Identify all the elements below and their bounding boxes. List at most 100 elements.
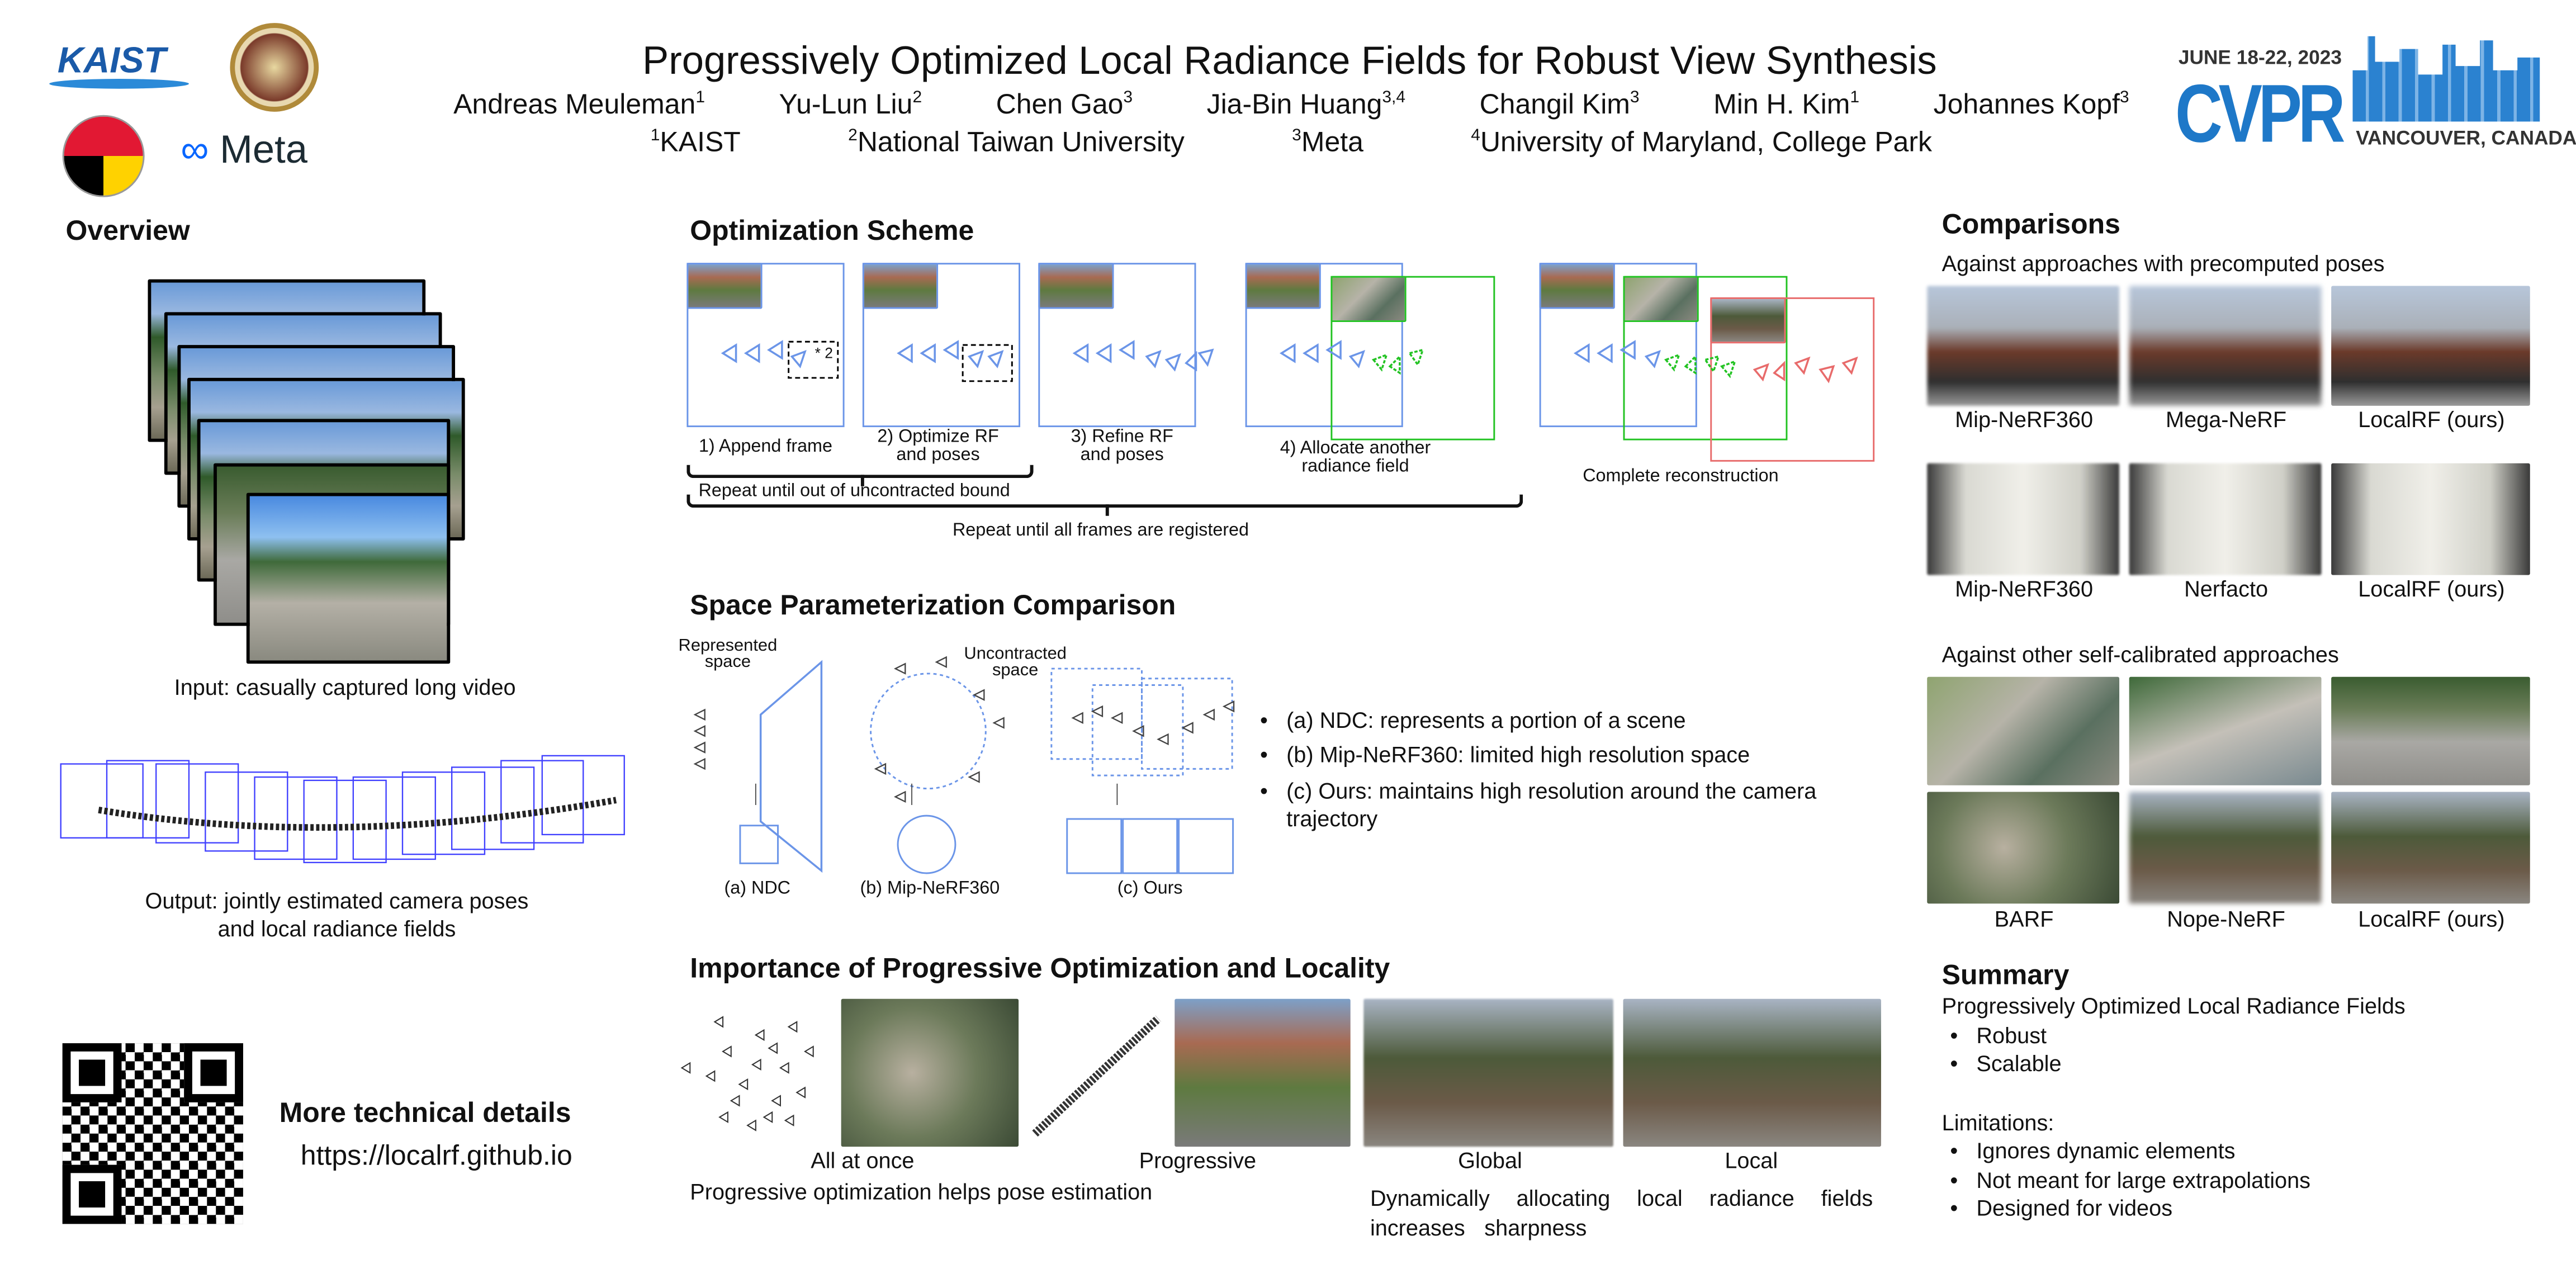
- ntu-seal-logo: [230, 23, 319, 112]
- locality-caption: Dynamically allocating local radiance fi…: [1370, 1186, 1873, 1240]
- author: Changil Kim3: [1479, 88, 1640, 120]
- affiliation: 2National Taiwan University: [848, 126, 1185, 158]
- step-4-panel: [1245, 263, 1403, 428]
- global-label: Global: [1458, 1148, 1522, 1173]
- optimization-scheme-heading: Optimization Scheme: [690, 215, 974, 247]
- step-4-new-field: [1330, 276, 1495, 441]
- complete-image-3: [1710, 297, 1786, 344]
- comparison-image: [1927, 463, 2120, 575]
- overview-heading: Overview: [65, 215, 190, 247]
- complete-image-2: [1623, 276, 1699, 323]
- input-caption: Input: casually captured long video: [174, 675, 516, 700]
- camera-trajectory-diagram: [60, 755, 625, 864]
- video-frame-front: [246, 493, 451, 664]
- kaist-logo-swoosh: [49, 79, 189, 89]
- summary-heading: Summary: [1942, 959, 2070, 991]
- output-caption-2: and local radiance fields: [217, 916, 456, 941]
- step-2-panel: [862, 263, 1020, 428]
- step-3-image: [1038, 263, 1114, 309]
- row3-label: Nope-NeRF: [2167, 907, 2285, 932]
- row1-label: Mip-NeRF360: [1955, 407, 2094, 432]
- bullet-ours: (c) Ours: maintains high resolution arou…: [1260, 777, 1816, 833]
- complete-panel-1: [1539, 263, 1697, 428]
- row3-label: BARF: [1994, 907, 2054, 932]
- step-4-label: 4) Allocate another radiance field: [1280, 438, 1431, 477]
- cvpr-date: JUNE 18-22, 2023: [2178, 46, 2342, 69]
- ndc-cube: [739, 825, 779, 864]
- mipnerf-label: (b) Mip-NeRF360: [860, 879, 1000, 899]
- comparison-image: [1927, 286, 2120, 406]
- camera-icons: [721, 340, 1858, 383]
- affiliations-row: 1KAIST 2National Taiwan University 3Meta…: [651, 126, 1932, 159]
- comparison-image: [2331, 676, 2530, 785]
- repeat-mark: * 2: [815, 345, 834, 362]
- project-url-link[interactable]: https://localrf.github.io: [300, 1140, 572, 1172]
- comparison-image: [1927, 792, 2120, 904]
- vancouver-skyline-icon: [2352, 36, 2540, 122]
- row2-label: Mip-NeRF360: [1955, 576, 2094, 602]
- importance-heading: Importance of Progressive Optimization a…: [690, 953, 1390, 984]
- scattered-poses-plot: [680, 1016, 814, 1131]
- affiliation: 4University of Maryland, College Park: [1471, 126, 1932, 158]
- comparison-image: [2129, 286, 2322, 406]
- uncontracted-space-label: Uncontracted space: [964, 644, 1067, 680]
- comparison-image: [1927, 676, 2120, 785]
- pro-item: Robust: [1950, 1024, 2047, 1048]
- pro-item: Scalable: [1950, 1052, 2062, 1076]
- author: Yu-Lun Liu2: [779, 88, 922, 120]
- step-4-new-image: [1330, 276, 1407, 323]
- limitations-heading: Limitations:: [1942, 1110, 2054, 1135]
- comparison-image: [2331, 286, 2530, 406]
- author: Johannes Kopf3: [1933, 88, 2129, 120]
- ndc-label: (a) NDC: [724, 879, 791, 899]
- limitation-item: Designed for videos: [1950, 1196, 2172, 1220]
- ours-cube-2: [1122, 818, 1178, 874]
- kaist-logo: KAIST: [57, 39, 166, 81]
- output-caption-1: Output: jointly estimated camera poses: [145, 888, 529, 913]
- bullet-ndc: (a) NDC: represents a portion of a scene: [1260, 708, 1686, 733]
- step-2-image: [862, 263, 939, 309]
- ours-cube-1: [1066, 818, 1123, 874]
- poster-title: Progressively Optimized Local Radiance F…: [642, 39, 1937, 84]
- inner-brace: [686, 465, 1034, 486]
- row2-label: Nerfacto: [2184, 576, 2269, 602]
- step-1-panel: [686, 263, 845, 428]
- all-at-once-render: [841, 998, 1019, 1147]
- progressive-poses-plot: [1032, 1015, 1161, 1137]
- step-1-image: [686, 263, 763, 309]
- limitation-item: Not meant for large extrapolations: [1950, 1168, 2310, 1192]
- mipnerf-sphere: [897, 815, 956, 874]
- space-param-heading: Space Parameterization Comparison: [690, 590, 1176, 621]
- author: Jia-Bin Huang3,4: [1206, 88, 1406, 120]
- step-2-label: 2) Optimize RF and poses: [877, 427, 999, 465]
- cvpr-logo: CVPR: [2175, 69, 2346, 160]
- progressive-label: Progressive: [1139, 1148, 1257, 1173]
- author: Chen Gao3: [996, 88, 1133, 120]
- limitation-item: Ignores dynamic elements: [1950, 1139, 2235, 1163]
- meta-logo: ∞ Meta: [181, 128, 307, 173]
- complete-panel-3: [1710, 297, 1875, 462]
- author: Andreas Meuleman1: [453, 88, 705, 120]
- precomputed-subtitle: Against approaches with precomputed pose…: [1942, 251, 2385, 276]
- progressive-caption: Progressive optimization helps pose esti…: [690, 1180, 1153, 1205]
- affiliation: 3Meta: [1292, 126, 1363, 158]
- all-at-once-label: All at once: [811, 1148, 915, 1173]
- comparison-image: [2129, 792, 2322, 904]
- author: Min H. Kim1: [1713, 88, 1860, 120]
- comparisons-heading: Comparisons: [1942, 209, 2120, 240]
- row2-label: LocalRF (ours): [2358, 576, 2505, 602]
- space-param-diagram: [693, 656, 1235, 873]
- affiliation: 1KAIST: [650, 126, 741, 158]
- row1-label: Mega-NeRF: [2166, 407, 2287, 432]
- technical-details-heading: More technical details: [279, 1097, 571, 1129]
- row3-label: LocalRF (ours): [2358, 907, 2505, 932]
- outer-brace-label: Repeat until all frames are registered: [952, 520, 1249, 541]
- comparison-image: [2331, 463, 2530, 575]
- step-3-panel: [1038, 263, 1196, 428]
- ours-label: (c) Ours: [1117, 879, 1183, 899]
- global-render: [1363, 998, 1613, 1147]
- qr-code[interactable]: [62, 1043, 243, 1224]
- complete-label: Complete reconstruction: [1583, 466, 1779, 486]
- comparison-image: [2129, 676, 2322, 785]
